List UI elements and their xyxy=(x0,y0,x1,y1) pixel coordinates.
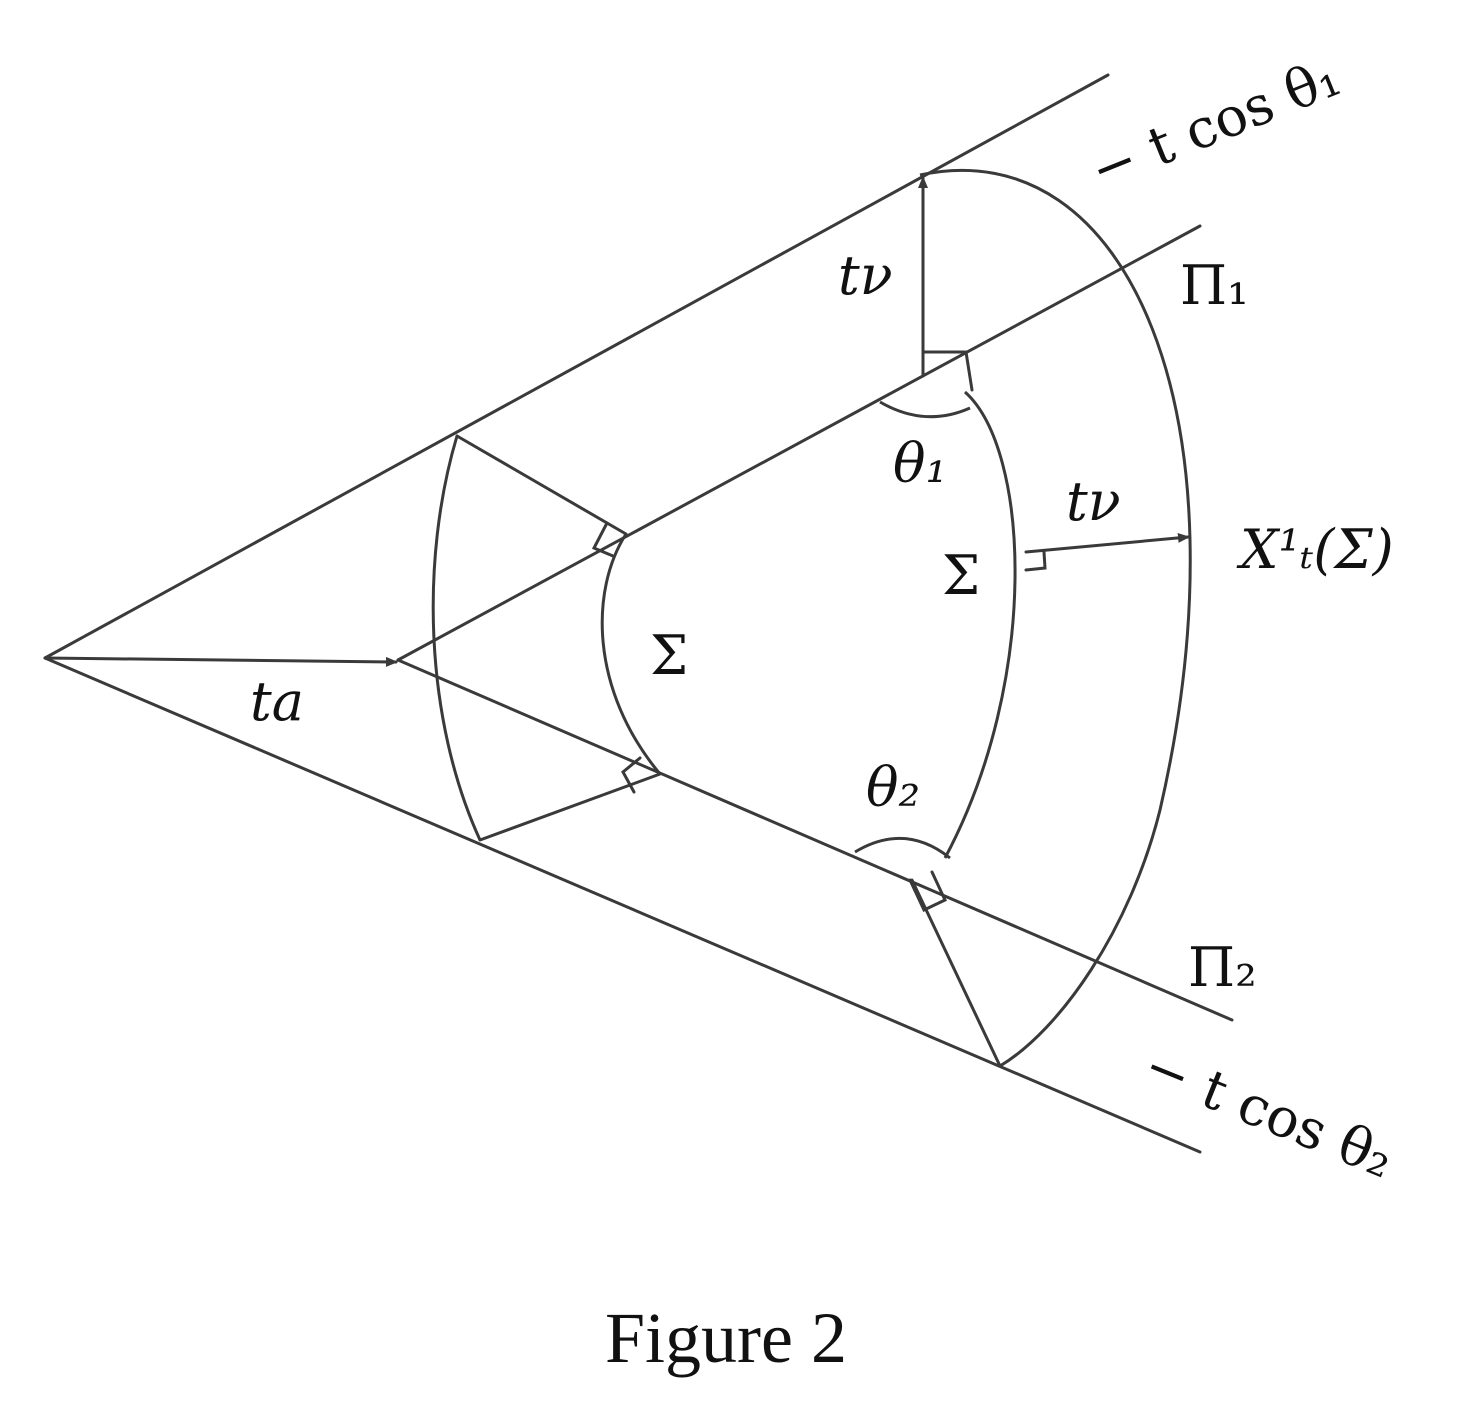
right-angle-marker-left-top xyxy=(591,521,615,558)
right-angle-marker-top xyxy=(921,350,974,392)
connector-top-left xyxy=(455,434,628,536)
right-angle-marker-bottom xyxy=(908,870,947,913)
label-theta2: θ₂ xyxy=(866,756,920,819)
label-plane1: Π₁ xyxy=(1180,254,1249,317)
label-t-nu-right: tν xyxy=(1066,470,1121,533)
connector-bottom-right xyxy=(910,878,1002,1068)
left-outer-curve xyxy=(431,435,482,841)
left-sigma-curve xyxy=(600,533,662,775)
label-sigma-inner: Σ xyxy=(942,544,980,607)
label-sigma-left: Σ xyxy=(650,624,688,687)
label-plane2: Π₂ xyxy=(1188,936,1257,999)
label-ta: ta xyxy=(250,670,304,733)
label-neg-t-cos-theta1: − t cos θ₁ xyxy=(1081,45,1349,202)
right-angle-marker-left-bottom xyxy=(621,756,642,794)
t-nu-vector-right xyxy=(1024,532,1190,554)
outer-x-curve xyxy=(919,168,1192,1068)
theta1-arc xyxy=(879,400,971,419)
label-theta1: θ₁ xyxy=(893,432,947,495)
connector-bottom-left xyxy=(478,772,662,842)
plane2-line xyxy=(396,658,1234,1022)
inner-sigma-curve xyxy=(943,390,1017,859)
theta2-arc xyxy=(854,836,951,860)
plane1-line xyxy=(396,224,1202,662)
label-neg-t-cos-theta2: − t cos θ₂ xyxy=(1135,1034,1403,1191)
figure-caption: Figure 2 xyxy=(605,1298,847,1378)
outer-line-bottom xyxy=(43,656,1202,1154)
ta-vector xyxy=(43,656,398,667)
right-angle-marker-right xyxy=(1024,550,1047,572)
label-x-t-sigma: X¹ₜ(Σ) xyxy=(1236,518,1394,581)
label-t-nu-top: tν xyxy=(838,244,893,307)
